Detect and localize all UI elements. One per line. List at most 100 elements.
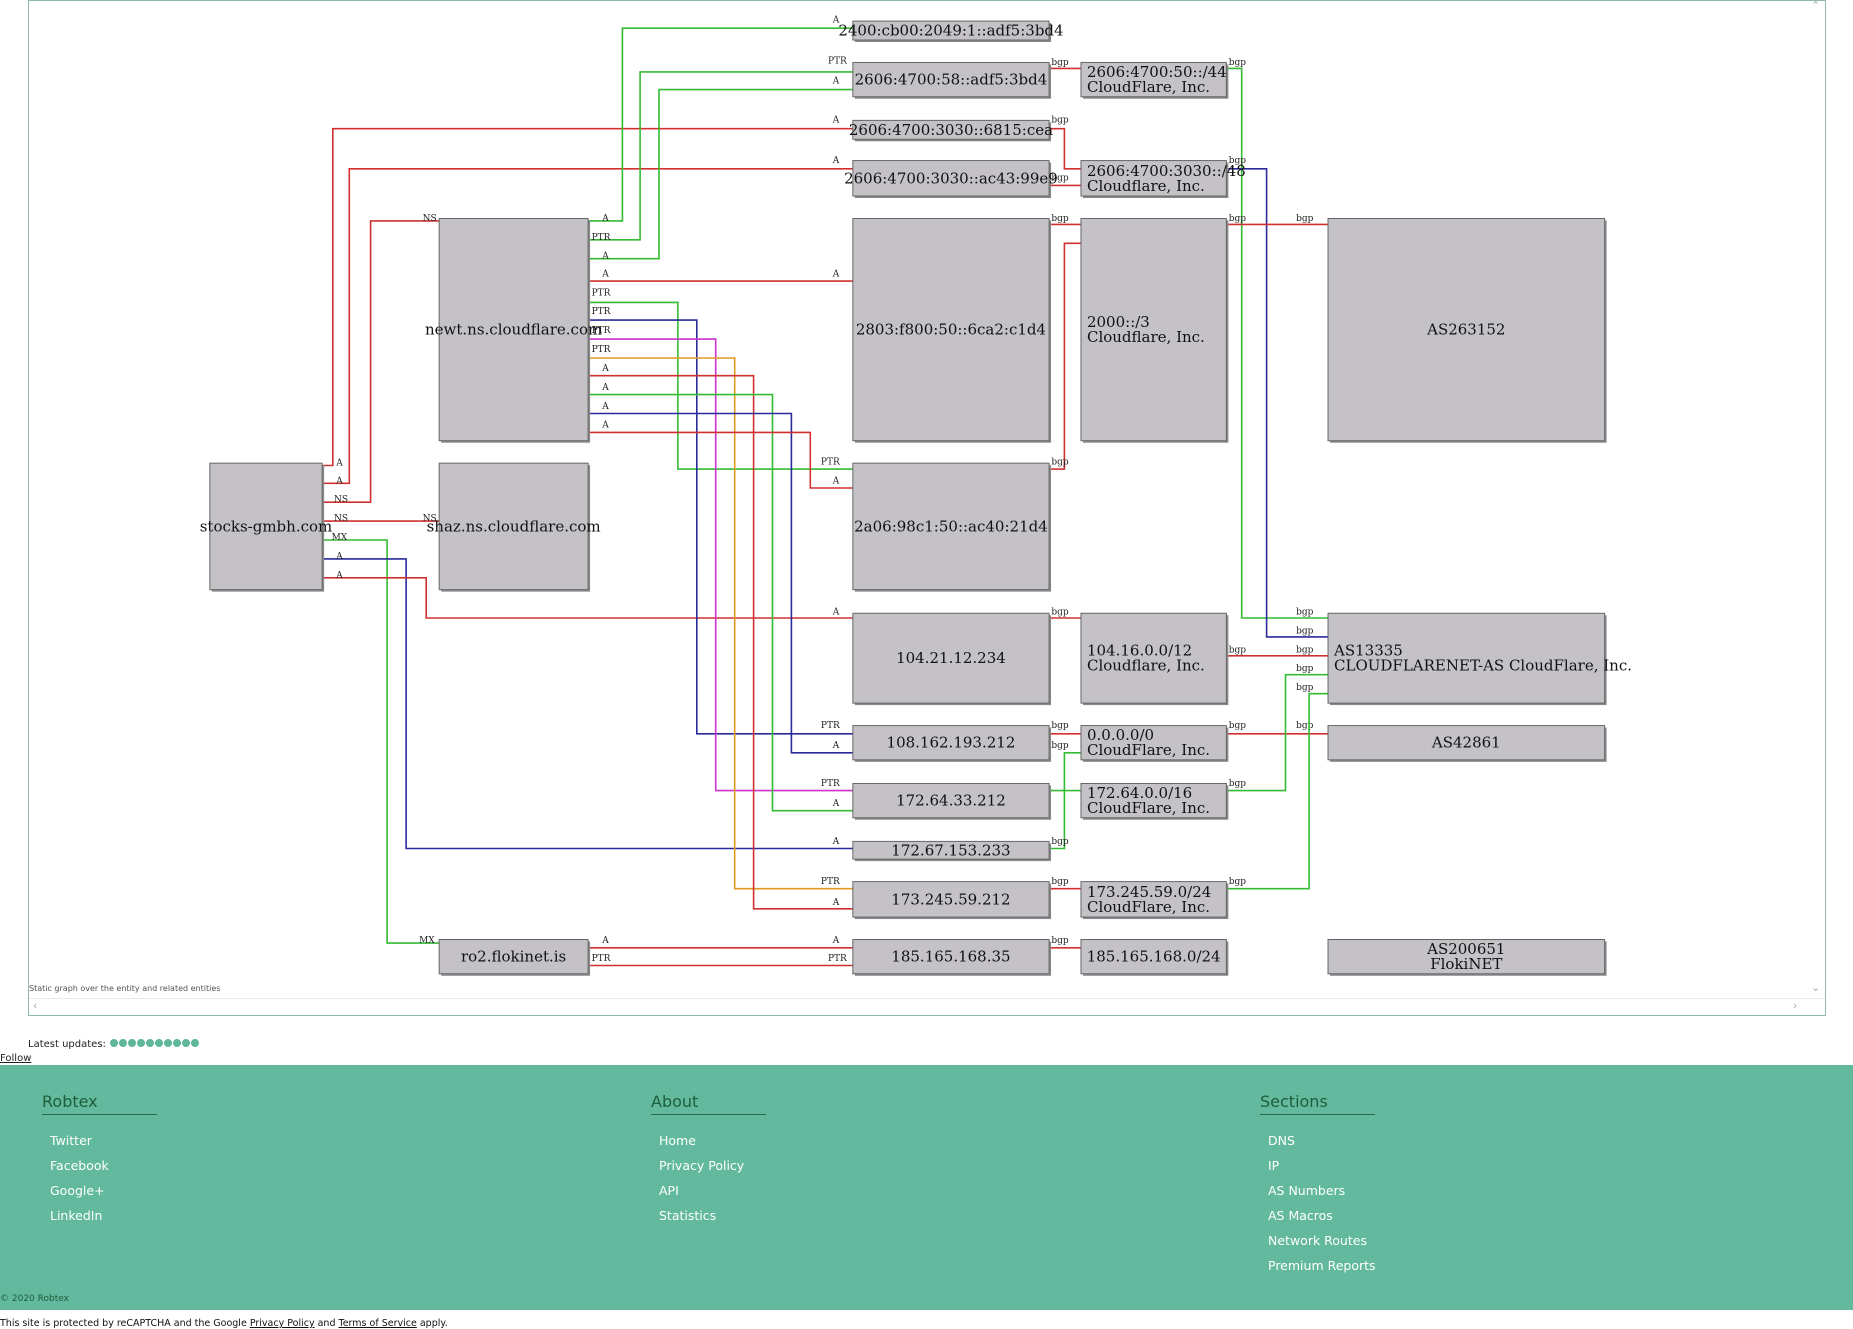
edge-bgp xyxy=(1226,67,1328,619)
edge-bgp xyxy=(1049,127,1081,170)
update-dot[interactable] xyxy=(172,1039,181,1047)
graph-node[interactable]: 2803:f800:50::6ca2:c1d4 xyxy=(852,217,1052,443)
footer-link-ip[interactable]: IP xyxy=(1268,1158,1280,1173)
graph-node[interactable]: 172.67.153.233 xyxy=(852,840,1052,862)
node-box[interactable] xyxy=(438,217,589,442)
node-box[interactable] xyxy=(852,462,1050,591)
graph-node[interactable]: 2606:4700:58::adf5:3bd4 xyxy=(852,61,1052,99)
edge-label: bgp xyxy=(1051,608,1069,618)
node-box[interactable] xyxy=(852,612,1050,704)
graph-node[interactable]: shaz.ns.cloudflare.com xyxy=(427,462,601,592)
update-dot[interactable] xyxy=(154,1039,163,1047)
follow-link[interactable]: Follow xyxy=(0,1053,32,1064)
node-box[interactable] xyxy=(1327,217,1606,442)
edge-label: PTR xyxy=(592,345,611,355)
node-box[interactable] xyxy=(1080,782,1227,819)
node-box[interactable] xyxy=(852,725,1050,761)
vertical-scrollbar[interactable]: ⌃ ⌄ xyxy=(1807,0,1825,1001)
edge-label: PTR xyxy=(821,779,840,789)
graph-node[interactable]: 2606:4700:3030::6815:cea xyxy=(849,119,1053,142)
edge-label: bgp xyxy=(1051,174,1069,184)
footer-link-premium-reports[interactable]: Premium Reports xyxy=(1268,1258,1376,1273)
footer-link-api[interactable]: API xyxy=(659,1183,679,1198)
node-box[interactable] xyxy=(852,20,1050,41)
footer-column-sections: Sections DNS IP AS Numbers AS Macros Net… xyxy=(1260,1092,1376,1284)
footer-link-as-macros[interactable]: AS Macros xyxy=(1268,1208,1333,1223)
node-box[interactable] xyxy=(1327,725,1606,761)
node-box[interactable] xyxy=(852,939,1050,975)
graph-node[interactable]: 104.21.12.234 xyxy=(852,612,1052,706)
node-box[interactable] xyxy=(1080,725,1227,761)
node-box[interactable] xyxy=(852,217,1050,442)
scroll-right-icon[interactable]: › xyxy=(1793,999,1798,1012)
node-box[interactable] xyxy=(1080,881,1227,918)
graph-node[interactable]: 172.64.33.212 xyxy=(852,782,1052,820)
scroll-left-icon[interactable]: ‹ xyxy=(33,999,38,1012)
footer-link-as-numbers[interactable]: AS Numbers xyxy=(1268,1183,1346,1198)
node-box[interactable] xyxy=(438,462,589,591)
update-dots[interactable] xyxy=(109,1039,200,1050)
graph-node[interactable]: stocks-gmbh.com xyxy=(200,462,333,592)
footer-link-privacy-policy[interactable]: Privacy Policy xyxy=(659,1158,745,1173)
footer-link-linkedin[interactable]: LinkedIn xyxy=(50,1208,103,1223)
node-box[interactable] xyxy=(852,881,1050,918)
graph-node[interactable]: 185.165.168.35 xyxy=(852,939,1052,976)
privacy-policy-link[interactable]: Privacy Policy xyxy=(249,1318,315,1329)
footer-link-twitter[interactable]: Twitter xyxy=(50,1133,92,1148)
horizontal-scrollbar[interactable]: ‹ › xyxy=(29,998,1825,1015)
node-box[interactable] xyxy=(438,939,589,975)
node-box[interactable] xyxy=(1080,160,1227,197)
scroll-down-icon[interactable]: ⌄ xyxy=(1811,981,1821,994)
node-box[interactable] xyxy=(852,160,1050,197)
update-dot[interactable] xyxy=(118,1039,127,1047)
graph-node[interactable]: 2a06:98c1:50::ac40:21d4 xyxy=(852,462,1052,592)
footer-link-network-routes[interactable]: Network Routes xyxy=(1268,1233,1367,1248)
footer-link-googleplus[interactable]: Google+ xyxy=(50,1183,105,1198)
graph-node[interactable]: ro2.flokinet.is xyxy=(438,939,591,976)
footer-link-facebook[interactable]: Facebook xyxy=(50,1158,109,1173)
node-box[interactable] xyxy=(1080,612,1227,704)
graph-node[interactable]: AS263152 xyxy=(1327,217,1607,443)
graph-node[interactable]: 108.162.193.212 xyxy=(852,725,1052,762)
node-box[interactable] xyxy=(1327,939,1606,975)
update-dot[interactable] xyxy=(163,1039,172,1047)
node-box[interactable] xyxy=(852,119,1050,140)
node-box[interactable] xyxy=(852,840,1050,860)
node-box[interactable] xyxy=(852,61,1050,98)
node-box[interactable] xyxy=(1327,612,1606,704)
node-box[interactable] xyxy=(1080,217,1227,442)
edge-label: bgp xyxy=(1051,721,1069,731)
graph-node[interactable]: 2400:cb00:2049:1::adf5:3bd4 xyxy=(838,20,1064,43)
graph-node[interactable]: 2606:4700:3030::ac43:99e9 xyxy=(844,160,1058,199)
footer-link-dns[interactable]: DNS xyxy=(1268,1133,1295,1148)
node-box[interactable] xyxy=(1080,61,1227,98)
update-dot[interactable] xyxy=(190,1039,199,1047)
graph-node[interactable]: 173.245.59.212 xyxy=(852,881,1052,920)
edge-label: PTR xyxy=(821,877,840,887)
update-dot[interactable] xyxy=(145,1039,154,1047)
scroll-up-icon[interactable]: ⌃ xyxy=(1811,0,1821,12)
node-box[interactable] xyxy=(1080,939,1227,975)
update-dot[interactable] xyxy=(109,1039,118,1047)
update-dot[interactable] xyxy=(136,1039,145,1047)
node-box[interactable] xyxy=(852,782,1050,819)
footer-link-statistics[interactable]: Statistics xyxy=(659,1208,717,1223)
terms-of-service-link[interactable]: Terms of Service xyxy=(338,1318,417,1329)
graph-node[interactable]: 185.165.168.0/24 xyxy=(1080,939,1229,976)
footer-link-home[interactable]: Home xyxy=(659,1133,696,1148)
graph-node[interactable]: AS42861 xyxy=(1327,725,1607,762)
graph-node[interactable]: newt.ns.cloudflare.com xyxy=(425,217,602,443)
update-dot[interactable] xyxy=(181,1039,190,1047)
node-box[interactable] xyxy=(209,462,323,591)
update-dot[interactable] xyxy=(127,1039,136,1047)
